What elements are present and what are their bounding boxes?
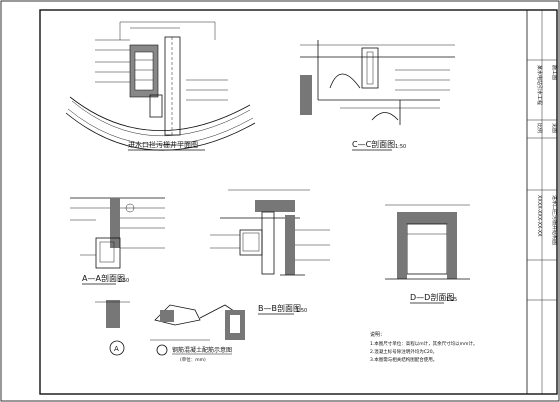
detail-title: 钢筋混凝土配筋示意图 <box>172 346 232 354</box>
plan-view-title: 进水口拦污栅井平面图 <box>128 140 198 149</box>
title-drawing-name: 进水口拦污栅井结构图 <box>551 195 558 245</box>
section-cc-scale: 1:50 <box>395 144 406 150</box>
title-scale-value: 见图 <box>551 123 557 133</box>
title-block: 某水电站引水工程 施工图 比例 见图 进水口拦污栅井结构图 XXXX-XXX-X… <box>526 9 558 395</box>
section-aa-scale: 1:50 <box>118 278 129 284</box>
section-cc-title: C—C剖面图 <box>352 139 395 149</box>
note-item: 3.本图需与相关结构图配合使用。 <box>370 356 437 363</box>
notes-block: 说明： 1.本图尺寸单位：高程以m计，其余尺寸均以mm计。 2.混凝土标号除注明… <box>370 331 477 363</box>
section-bb-title: B—B剖面图 <box>258 303 301 313</box>
detail-note: (单位：mm) <box>180 356 206 363</box>
section-bb: B—B剖面图 1:50 <box>210 189 330 315</box>
title-stage: 施工图 <box>551 65 558 80</box>
notes-heading: 说明： <box>370 331 385 338</box>
title-scale-label: 比例 <box>536 123 543 133</box>
section-dd: D—D剖面图 1:25 <box>385 204 470 304</box>
plan-view: 进水口拦污栅井平面图 <box>65 21 256 151</box>
section-dd-scale: 1:25 <box>446 297 457 303</box>
title-drawing-no: XXXX-XXX-XX-XX <box>536 195 542 237</box>
detail-marker-label: A <box>114 345 119 353</box>
note-item: 2.混凝土标号除注明外均为C20。 <box>370 348 437 355</box>
section-aa-title: A—A剖面图 <box>82 273 125 283</box>
detail-reinforcement: 钢筋混凝土配筋示意图 (单位：mm) <box>150 304 245 363</box>
section-bb-scale: 1:50 <box>296 308 307 314</box>
section-cc: C—C剖面图 1:50 <box>300 40 455 151</box>
section-aa: A—A剖面图 1:50 <box>70 197 165 285</box>
title-project: 某水电站引水工程 <box>536 65 543 105</box>
detail-marker-a: A <box>95 300 130 356</box>
section-dd-title: D—D剖面图 <box>410 292 454 302</box>
note-item: 1.本图尺寸单位：高程以m计，其余尺寸均以mm计。 <box>370 340 477 347</box>
